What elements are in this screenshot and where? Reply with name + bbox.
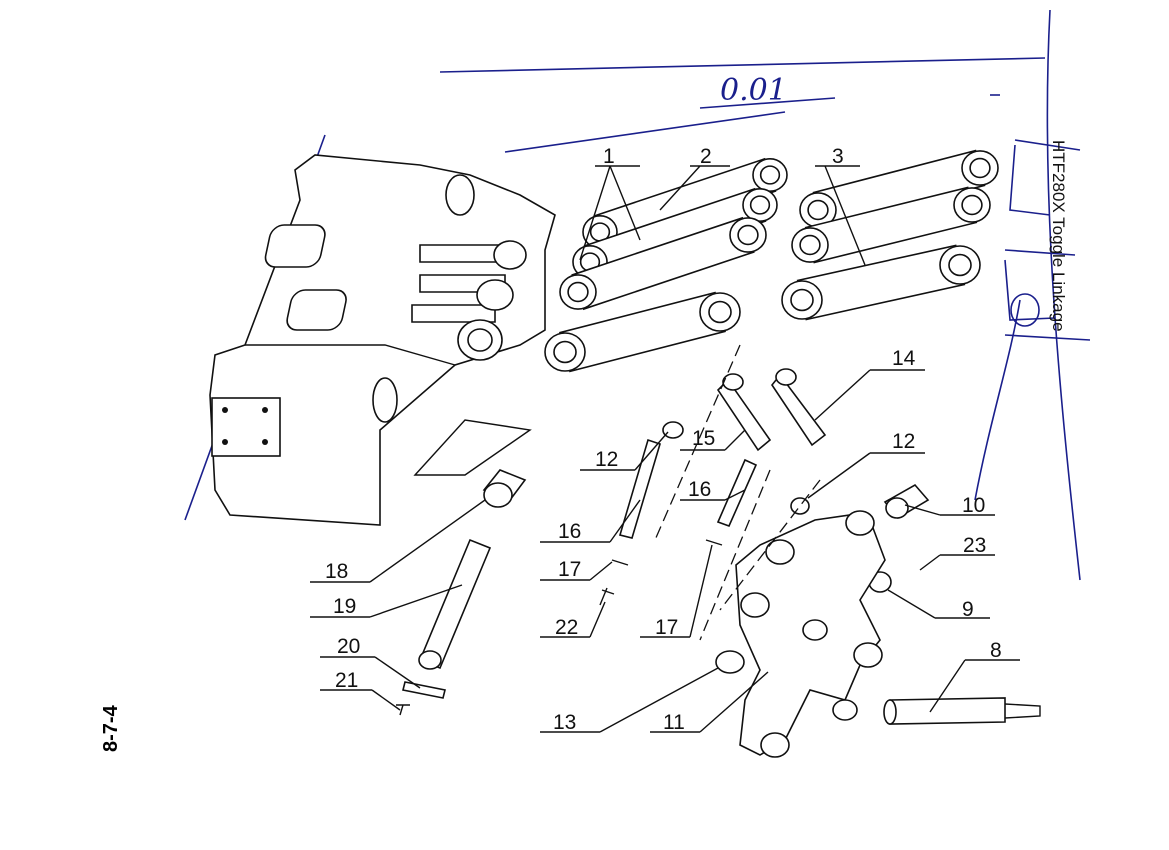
callout-23: 23: [963, 534, 986, 557]
callout-14: 14: [892, 347, 916, 370]
callout-20: 20: [337, 635, 360, 658]
callout-3: 3: [832, 145, 844, 168]
callout-21: 21: [335, 669, 358, 692]
link-bore: [567, 281, 589, 303]
callout-12-right: 12: [892, 430, 915, 453]
callout-22: 22: [555, 616, 578, 639]
link-bar: [799, 149, 999, 229]
callout-17-left: 17: [558, 558, 581, 581]
link-bore: [759, 165, 781, 185]
callout-16-left: 16: [558, 520, 581, 543]
link-bore: [708, 300, 732, 324]
callout-2: 2: [700, 145, 712, 168]
pin-19: [418, 538, 492, 670]
callout-1: 1: [603, 145, 615, 168]
pin-16b: [716, 458, 758, 528]
small-parts: [396, 344, 1041, 758]
callout-16-right: 16: [688, 478, 711, 501]
link-bore: [737, 224, 759, 246]
link-bore: [553, 340, 577, 364]
toggle-frame-body: [209, 154, 556, 526]
callout-10: 10: [962, 494, 985, 517]
link-bore: [807, 199, 829, 221]
link-bar: [781, 244, 981, 321]
bushing-18: [483, 482, 513, 508]
callout-8: 8: [990, 639, 1002, 662]
pin-16a: [618, 438, 661, 539]
callout-11: 11: [663, 711, 685, 734]
callout-9: 9: [962, 598, 974, 621]
link-bore: [948, 253, 972, 277]
link-bar: [559, 216, 767, 311]
link-bore: [790, 288, 814, 312]
handwritten-markup: 0.01: [184, 9, 1091, 581]
callout-17-right: 17: [655, 616, 678, 639]
link-bar: [791, 186, 991, 264]
callout-18: 18: [325, 560, 348, 583]
callout-13: 13: [553, 711, 576, 734]
shaft-8: [889, 697, 1006, 725]
link-bar: [544, 291, 741, 373]
page-number: 8-7-4: [100, 705, 122, 752]
callout-12-left: 12: [595, 448, 618, 471]
callout-15: 15: [692, 427, 715, 450]
link-bore: [961, 194, 983, 216]
toggle-links: [544, 149, 999, 373]
key-20: [402, 681, 446, 699]
link-bore: [969, 157, 991, 179]
link-bore: [799, 234, 821, 256]
part-callouts: 1 2 3 14 15 12 12 16 16 10 23 17 18 19 9…: [310, 145, 1020, 734]
drawing-title: HTF280X Toggle Linkage: [1049, 140, 1068, 332]
callout-19: 19: [333, 595, 356, 618]
link-bore: [749, 195, 771, 215]
